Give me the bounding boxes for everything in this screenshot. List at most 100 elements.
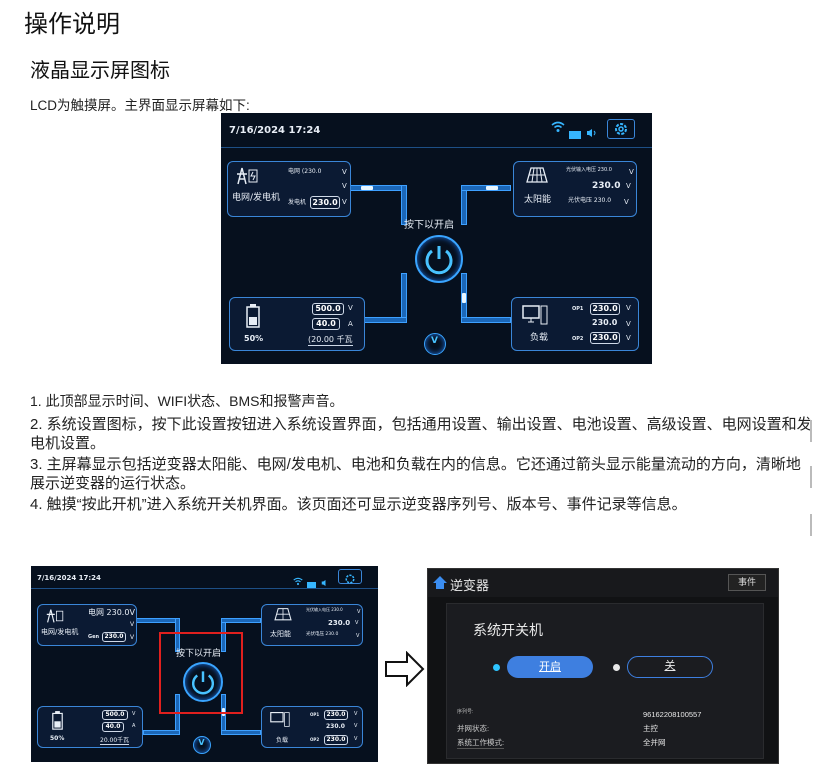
settings-gear-button[interactable]	[338, 569, 362, 584]
op1-unit: V	[626, 304, 631, 312]
battery-icon	[246, 304, 260, 332]
battery-voltage-unit: V	[132, 711, 136, 717]
note-4: 4. 触摸“按此开机”进入系统开关机界面。该页面还可显示逆变器序列号、版本号、事…	[30, 496, 687, 513]
solar-value: 230.0	[592, 181, 621, 191]
right-arrow-icon	[385, 650, 425, 692]
gen-caption: 发电机	[288, 199, 307, 206]
off-button[interactable]: 关	[627, 656, 713, 678]
power-button[interactable]	[183, 662, 223, 702]
grid-tower-icon	[234, 166, 258, 190]
power-caption: 按下以开启	[404, 220, 454, 231]
battery-icon	[52, 711, 63, 734]
home-icon[interactable]	[432, 575, 448, 595]
onoff-header: 逆变器 事件	[428, 569, 778, 597]
settings-gear-button[interactable]	[607, 119, 635, 139]
onoff-title: 逆变器	[450, 578, 490, 593]
grid-v-unit: V	[342, 182, 347, 190]
solar-label: 太阳能	[524, 195, 552, 205]
computer-icon	[522, 304, 548, 330]
load-label: 负载	[276, 737, 289, 744]
battery-current-unit: A	[132, 723, 136, 729]
op2-value: 230.0	[590, 332, 620, 344]
grid-caption: 电网 230.0V	[88, 608, 135, 617]
battery-voltage: 500.0	[102, 710, 128, 720]
wifi-icon	[551, 121, 565, 137]
note-1: 1. 此顶部显示时间、WIFI状态、BMS和报警声音。	[30, 393, 344, 409]
op2-tag: OP2	[572, 336, 584, 342]
solar-label: 太阳能	[270, 630, 291, 638]
battery-soc: 50%	[244, 334, 264, 343]
load-mid-value: 230.0	[326, 723, 345, 730]
battery-power: (20.00 千瓦	[308, 335, 353, 346]
pv-unit: V	[356, 633, 360, 639]
onoff-screen: 逆变器 事件 系统开关机 开启 关 序列号: 96162208100557 并网…	[427, 568, 779, 764]
mode-value: 全并网	[643, 738, 666, 747]
section-heading: 液晶显示屏图标	[30, 60, 170, 82]
on-indicator-dot	[493, 664, 500, 671]
bottom-menu-button[interactable]: V	[424, 333, 446, 355]
battery-power: 20.00千瓦	[100, 737, 130, 745]
power-icon	[192, 671, 214, 695]
datetime: 7/16/2024 17:24	[37, 574, 101, 582]
op2-value: 230.0	[324, 735, 348, 745]
grid-unit: V	[342, 168, 347, 176]
grid-generator-card: 电网/发电机 电网 230.0V V Gen 230.0 V	[37, 604, 137, 646]
grid-caption: 电网 (230.0	[288, 168, 322, 175]
solar-input-caption: 光伏输入电压 230.0	[566, 167, 612, 173]
power-caption: 按下以开启	[176, 649, 222, 659]
intro-text: LCD为触摸屏。主界面显示屏幕如下:	[30, 98, 250, 113]
op1-value: 230.0	[324, 710, 348, 720]
pv-caption: 光伏电压 230.0	[568, 197, 612, 204]
grid-generator-card: 电网/发电机 电网 (230.0 V V 发电机 230.0 V	[227, 161, 351, 217]
gen-value: 230.0	[102, 632, 126, 642]
load-label: 负载	[530, 333, 549, 343]
events-button[interactable]: 事件	[728, 574, 766, 591]
load-mid-value: 230.0	[592, 318, 618, 327]
notes-list: 1. 此顶部显示时间、WIFI状态、BMS和报警声音。 2. 系统设置图标，按下…	[30, 392, 814, 516]
battery-current: 40.0	[312, 318, 340, 330]
battery-current: 40.0	[102, 722, 124, 732]
small-lcd-screen: 7/16/2024 17:24 电网/发电机 电网 230.0V V Gen 2…	[31, 566, 378, 762]
onoff-heading: 系统开关机	[473, 622, 543, 638]
power-button[interactable]	[415, 235, 463, 283]
solar-panel-icon	[526, 166, 548, 190]
pv-caption: 光伏电压 230.0	[306, 632, 339, 637]
solar-card: 太阳能 光伏输入电压 230.0 V 230.0 V 光伏电压 230.0 V	[261, 604, 363, 646]
on-button[interactable]: 开启	[507, 656, 593, 678]
battery-card: 50% 500.0 V 40.0 A (20.00 千瓦	[229, 297, 365, 351]
op2-unit: V	[626, 334, 631, 342]
grid-label: 电网/发电机	[41, 628, 79, 636]
wifi-icon	[293, 571, 303, 590]
grid-state-value: 主控	[643, 724, 658, 733]
pv-unit: V	[624, 198, 629, 206]
battery-card: 50% 500.0 V 40.0 A 20.00千瓦	[37, 706, 143, 748]
solar-value: 230.0	[328, 619, 351, 627]
gen-caption: Gen	[88, 634, 100, 640]
bottom-menu-button[interactable]: V	[193, 736, 211, 754]
grid-label: 电网/发电机	[232, 193, 281, 203]
solar-input-caption: 光伏输入电压 230.0	[306, 607, 343, 612]
onoff-panel: 系统开关机 开启 关 序列号: 96162208100557 并网状态: 主控 …	[446, 603, 764, 759]
op1-unit: V	[354, 711, 358, 717]
op1-tag: OP1	[310, 712, 320, 717]
solar-input-unit: V	[629, 168, 634, 176]
main-lcd-screen: 7/16/2024 17:24 电网/发电机 电网 (230.0 V V 发电机…	[221, 113, 652, 364]
page-title: 操作说明	[24, 11, 120, 38]
grid-tower-icon	[44, 608, 64, 628]
datetime: 7/16/2024 17:24	[229, 125, 321, 136]
bms-icon	[569, 124, 581, 143]
chevron-down-icon: V	[198, 738, 205, 747]
computer-icon	[270, 711, 290, 732]
highlight-box	[159, 632, 243, 714]
serial-label: 序列号:	[457, 709, 474, 715]
solar-card: 太阳能 光伏输入电压 230.0 V 230.0 V 光伏电压 230.0 V	[513, 161, 637, 217]
grid-v-unit: V	[130, 621, 135, 628]
grid-state-label: 并网状态:	[457, 724, 490, 733]
note-3: 3. 主屏幕显示包括逆变器太阳能、电网/发电机、电池和负载在内的信息。它还通过箭…	[30, 456, 801, 492]
op2-unit: V	[354, 736, 358, 742]
off-indicator-dot	[613, 664, 620, 671]
load-mid-unit: V	[354, 723, 358, 729]
gen-unit: V	[342, 198, 347, 206]
gen-unit: V	[130, 634, 135, 641]
solar-value-unit: V	[626, 182, 631, 190]
